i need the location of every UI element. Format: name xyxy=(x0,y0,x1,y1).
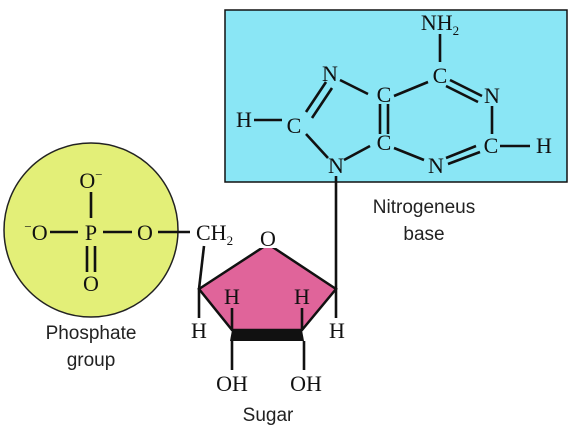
sugar-ring-o: O xyxy=(260,226,276,251)
bond-c-n-top xyxy=(339,78,369,96)
phosphate-atom-o-bottom: O xyxy=(83,271,99,296)
base-atom-n-top-left: N xyxy=(322,61,338,86)
sugar-ch2-label: CH2 xyxy=(196,220,233,248)
sugar-ring-front-edge xyxy=(230,330,304,341)
base-bonds xyxy=(254,34,530,166)
bond-c-n-right-a xyxy=(449,78,483,98)
phosphate-atom-o-left: −O xyxy=(24,219,47,245)
base-atom-n-bottom-mid: N xyxy=(428,153,444,178)
base-atom-c-mid-lower: C xyxy=(377,130,392,155)
base-atom-h-right: H xyxy=(536,133,552,158)
sugar-oh-left: OH xyxy=(216,371,248,396)
sugar-h-outer-right: H xyxy=(329,318,345,343)
base-atom-h-left: H xyxy=(236,107,252,132)
sugar-ring-o-backdrop xyxy=(258,228,278,248)
base-atom-c-top: C xyxy=(433,63,448,88)
bond-c-right-n-a xyxy=(447,150,481,166)
phosphate-caption-line1: Phosphate xyxy=(46,323,137,344)
bond-ch2-ring xyxy=(197,245,206,290)
base-caption-line1: Nitrogeneus xyxy=(373,197,475,218)
bond-n-top-c-left-b xyxy=(310,87,334,119)
phosphate-caption-line2: group xyxy=(67,350,116,371)
base-nh2-label: NH2 xyxy=(421,10,459,38)
bond-n-bottom-c xyxy=(343,144,371,162)
base-atom-c-right: C xyxy=(484,133,499,158)
base-atom-c-left: C xyxy=(287,113,302,138)
bond-n-c-mid xyxy=(393,146,425,162)
sugar-h-outer-left: H xyxy=(191,318,207,343)
sugar-oh-right: OH xyxy=(290,371,322,396)
phosphate-circle xyxy=(3,142,179,318)
base-caption-line2: base xyxy=(403,224,444,245)
bond-c-right-n-b xyxy=(445,144,477,160)
bond-n-top-c-left-a xyxy=(304,81,328,113)
base-atom-n-right-upper: N xyxy=(484,83,500,108)
linkage-bonds xyxy=(50,176,338,370)
bond-c-c-upper xyxy=(393,80,429,98)
sugar-h-inner-left: H xyxy=(224,284,240,309)
sugar-h-inner-right: H xyxy=(294,284,310,309)
base-atom-n-bottom: N xyxy=(328,153,344,178)
bond-c-left-n-bottom xyxy=(305,133,329,159)
phosphate-atom-o-right: O xyxy=(137,220,153,245)
phosphate-atom-o-top: O− xyxy=(79,167,102,193)
bond-c-n-right-b xyxy=(445,84,479,104)
sugar-caption: Sugar xyxy=(243,405,294,426)
sugar-ring xyxy=(197,242,338,332)
phosphate-atom-p: P xyxy=(85,220,97,245)
base-atom-c-mid-upper: C xyxy=(377,82,392,107)
